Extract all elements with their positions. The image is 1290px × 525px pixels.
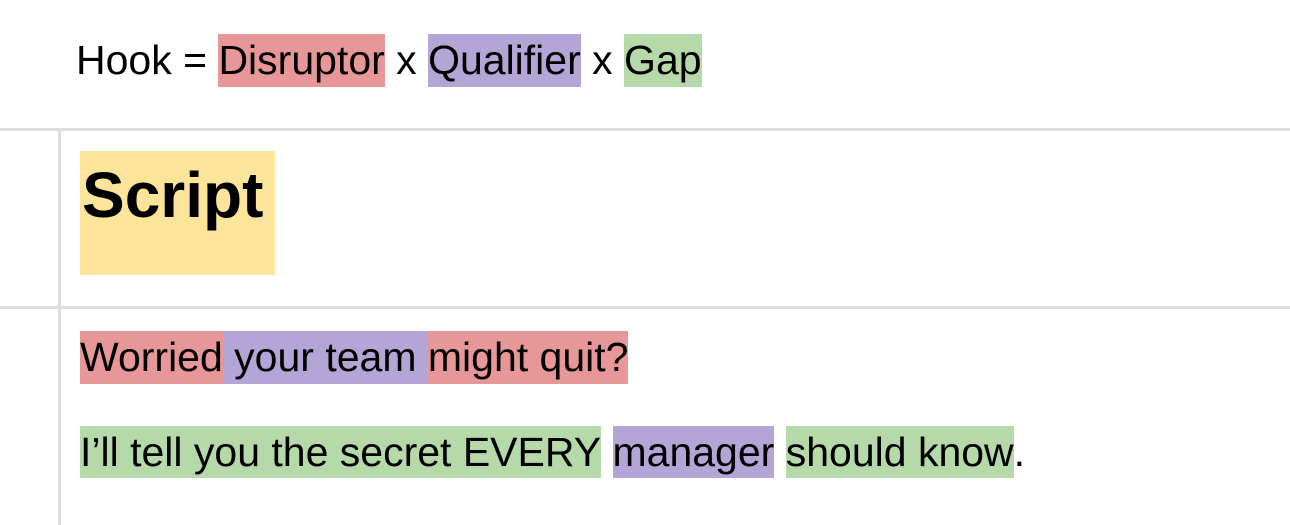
script-line-2: I’ll tell you the secret EVERY manager s… [80, 426, 1025, 478]
formula-separator-2: x [580, 37, 625, 83]
script-heading: Script [80, 151, 275, 275]
disruptor-phrase: might quit? [427, 331, 629, 384]
divider-top [0, 128, 1290, 131]
margin-divider [58, 128, 61, 525]
formula-separator-1: x [384, 37, 429, 83]
hook-formula: Hook = Disruptor x Qualifier x Gap [76, 34, 702, 87]
word-space [601, 429, 612, 475]
script-line-1: Worried your team might quit? [80, 331, 629, 384]
gap-phrase: should know [785, 426, 1014, 478]
formula-lead: Hook = [76, 37, 219, 83]
gap-term: Gap [624, 34, 702, 87]
divider-middle [0, 306, 1290, 309]
qualifier-phrase: manager [612, 426, 775, 478]
gap-phrase: I’ll tell you the secret EVERY [80, 426, 602, 478]
word-space [774, 429, 785, 475]
disruptor-term: Disruptor [218, 34, 385, 87]
disruptor-phrase: Worried [80, 331, 223, 384]
sentence-period: . [1013, 429, 1026, 475]
qualifier-phrase: your team [222, 331, 428, 384]
qualifier-term: Qualifier [428, 34, 581, 87]
